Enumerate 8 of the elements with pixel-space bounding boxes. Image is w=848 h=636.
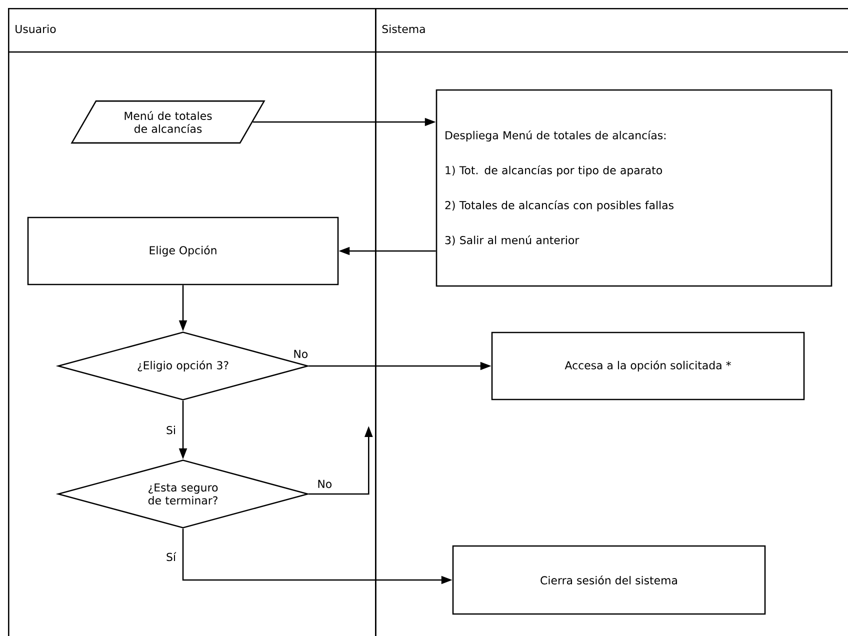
process-box: Elige Opción bbox=[27, 216, 339, 286]
process-box: Despliega Menú de totales de alcancías: 1) Tot. de alcancías por tipo de aparato 2) Totales de alcancías con posibles fallas 3) Salir al menú anterior bbox=[436, 89, 832, 287]
edge-label: No bbox=[294, 350, 308, 358]
process-box: Accesa a la opción solicitada * bbox=[491, 332, 805, 400]
edge-label: No bbox=[318, 480, 332, 488]
edge-label: Sí bbox=[166, 552, 176, 562]
edge-label: Si bbox=[166, 426, 175, 434]
process-box: Cierra sesión del sistema bbox=[452, 545, 766, 615]
